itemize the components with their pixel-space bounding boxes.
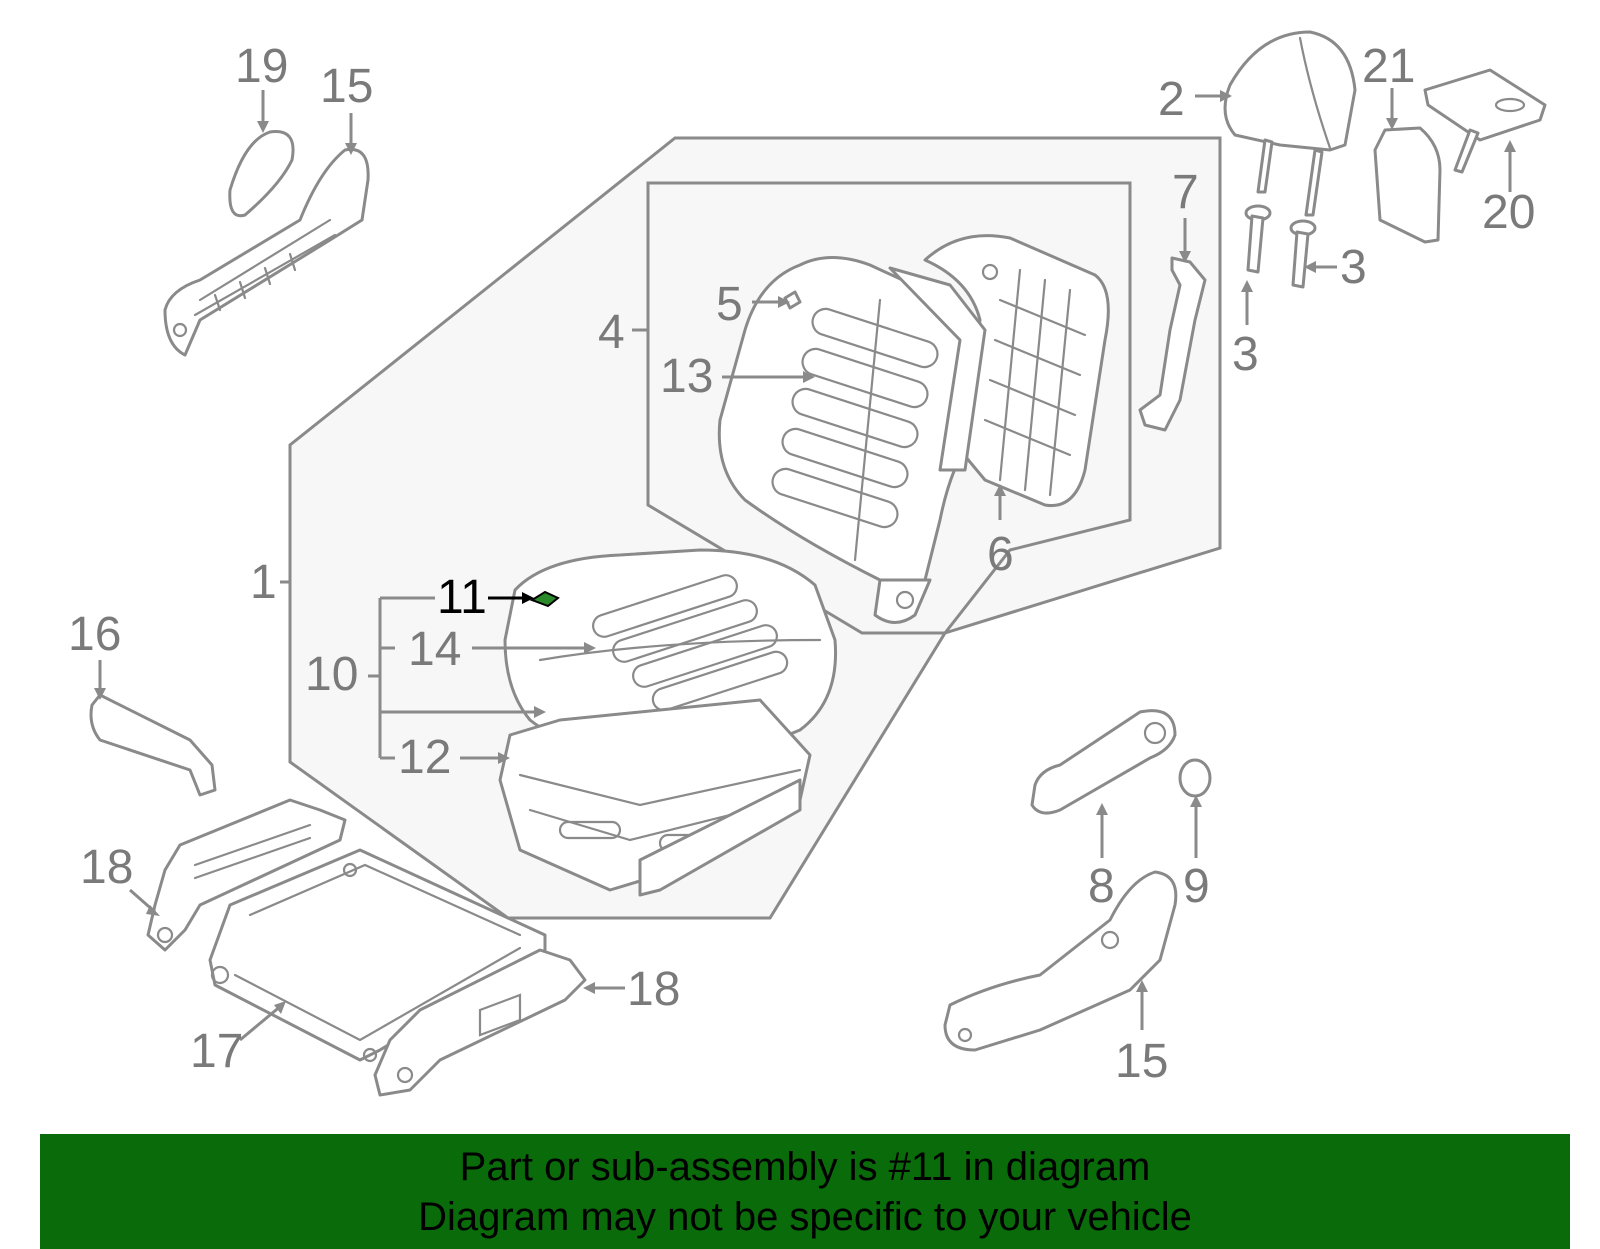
- callout-20: 20: [1482, 186, 1535, 239]
- callout-3-right: 3: [1340, 241, 1367, 294]
- part-7-side-trim: [1138, 256, 1207, 432]
- part-5-clip: [783, 290, 802, 310]
- callout-12: 12: [398, 731, 451, 784]
- part-15-recliner-cover-lower: [943, 870, 1178, 1052]
- info-banner: Part or sub-assembly is #11 in diagram D…: [40, 1134, 1570, 1249]
- part-17-seat-track: [208, 848, 547, 1063]
- seat-back-cushion: [717, 256, 977, 624]
- head-restraint: [1223, 30, 1357, 217]
- leader-lines: [94, 88, 1516, 1042]
- part-19-knob-cover: [228, 130, 295, 218]
- callout-14: 14: [408, 623, 461, 676]
- part-20-switch: [1423, 68, 1547, 174]
- callout-3-left: 3: [1232, 328, 1259, 381]
- head-restraint-guides: [1244, 204, 1317, 289]
- callout-15-lower: 15: [1115, 1035, 1168, 1088]
- callout-11: 11: [437, 571, 487, 624]
- part-18-track-cover-left: [146, 798, 347, 952]
- callout-13: 13: [660, 350, 713, 403]
- callout-9: 9: [1183, 860, 1210, 913]
- part-11-highlight: [529, 590, 560, 608]
- callout-8: 8: [1088, 860, 1115, 913]
- callout-7: 7: [1172, 166, 1199, 219]
- banner-line-1: Part or sub-assembly is #11 in diagram: [459, 1144, 1151, 1189]
- callout-numbers: 1 2 3 3 4 5 6 7 8 9 10 11 12 13 14 15 15…: [68, 40, 1535, 1088]
- banner-line-2: Diagram may not be specific to your vehi…: [418, 1194, 1192, 1239]
- callout-4: 4: [598, 306, 625, 359]
- callout-16: 16: [68, 608, 121, 661]
- callout-6: 6: [987, 528, 1014, 581]
- callout-2: 2: [1158, 73, 1185, 126]
- part-8-handle: [1030, 709, 1177, 815]
- part-18-track-cover-right: [373, 948, 587, 1097]
- callout-17: 17: [190, 1025, 243, 1078]
- callout-15-upper: 15: [320, 60, 373, 113]
- part-21-cover: [1373, 126, 1442, 244]
- part-15-recliner-cover-upper: [163, 147, 370, 357]
- seat-cushion-frame: [498, 698, 812, 897]
- callout-1: 1: [250, 556, 277, 609]
- callout-18-right: 18: [627, 963, 680, 1016]
- part-9-cap: [1178, 758, 1212, 798]
- part-16-trim: [89, 693, 217, 797]
- callout-10: 10: [305, 648, 358, 701]
- callout-18-left: 18: [80, 841, 133, 894]
- seat-back-frame: [888, 234, 1110, 508]
- callout-21: 21: [1362, 40, 1415, 93]
- callout-19: 19: [235, 40, 288, 93]
- callout-5: 5: [716, 278, 743, 331]
